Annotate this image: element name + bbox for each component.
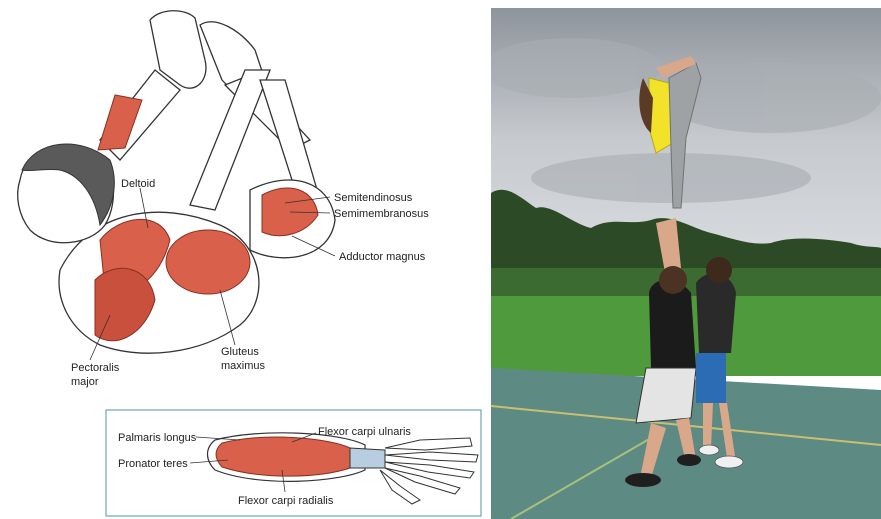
bow-pose-muscle-diagram: Deltoid Semitendinosus Semimembranosus A… xyxy=(0,0,482,519)
photo-scene xyxy=(491,8,881,519)
base-right-shirt xyxy=(696,273,736,353)
label-pectoralis-line2: major xyxy=(71,376,99,388)
label-semimembranosus: Semimembranosus xyxy=(334,208,429,220)
acrobatics-photo xyxy=(491,8,881,519)
base-right-shorts xyxy=(696,353,726,403)
label-gluteus-line2: maximus xyxy=(221,360,266,372)
base-right-head xyxy=(706,257,732,283)
gluteus-muscle xyxy=(166,230,250,294)
forearm-flexors xyxy=(216,437,350,476)
label-deltoid: Deltoid xyxy=(121,178,155,190)
label-gluteus-line1: Gluteus xyxy=(221,346,259,358)
label-pronator-teres: Pronator teres xyxy=(118,458,188,470)
anatomy-illustration: Deltoid Semitendinosus Semimembranosus A… xyxy=(0,0,482,519)
label-flexor-carpi-ulnaris: Flexor carpi ulnaris xyxy=(318,426,411,438)
label-semitendinosus: Semitendinosus xyxy=(334,192,413,204)
base-left-shorts xyxy=(636,368,696,423)
label-adductor-magnus: Adductor magnus xyxy=(339,251,426,263)
base-left-head xyxy=(659,266,687,294)
wrist-tendons xyxy=(350,448,385,468)
label-pectoralis-line1: Pectoralis xyxy=(71,362,120,374)
label-palmaris-longus: Palmaris longus xyxy=(118,432,197,444)
label-flexor-carpi-radialis: Flexor carpi radialis xyxy=(238,495,334,507)
